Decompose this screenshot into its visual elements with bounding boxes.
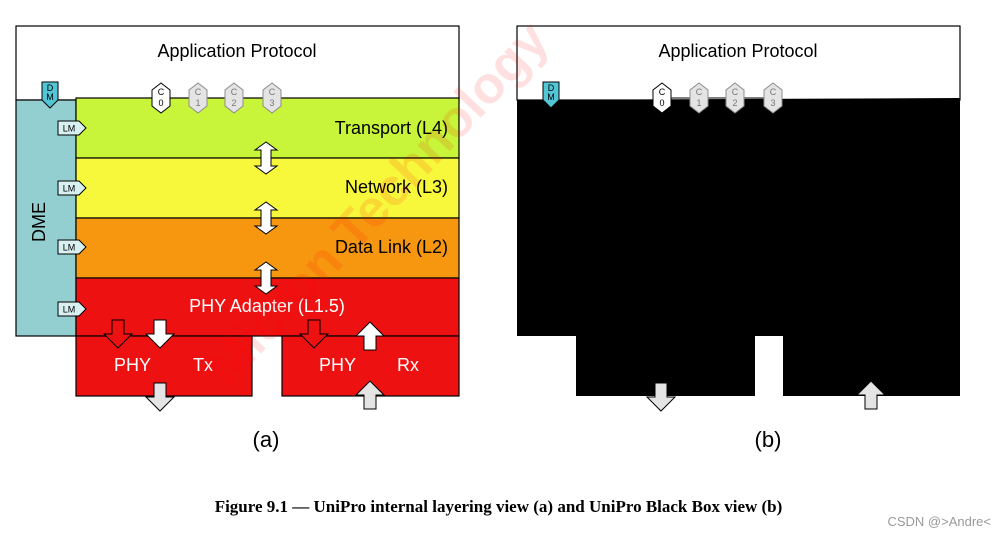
lm-sap-icon-transport: LM	[57, 120, 87, 136]
phy-tx-label: PHY	[114, 355, 151, 375]
svg-text:C: C	[269, 87, 276, 97]
datalink-label: Data Link (L2)	[335, 237, 448, 257]
lm-sap-icon-datalink: LM	[57, 239, 87, 255]
credit-text: CSDN @>Andre<	[887, 514, 991, 529]
svg-text:1: 1	[696, 98, 701, 108]
svg-text:M: M	[547, 92, 555, 102]
dm-sap-icon-b: D M	[542, 81, 560, 109]
app-protocol-label-b: Application Protocol	[658, 41, 817, 61]
cport-2-icon-a: C 2	[224, 82, 244, 114]
cport-2-icon-b: C 2	[725, 82, 745, 114]
svg-text:C: C	[195, 87, 202, 97]
svg-text:LM: LM	[63, 305, 76, 315]
lm-sap-icon-network: LM	[57, 180, 87, 196]
phy-rx-label: PHY	[319, 355, 356, 375]
svg-text:C: C	[231, 87, 238, 97]
cport-0-icon-a: C 0	[151, 82, 171, 114]
svg-text:3: 3	[770, 98, 775, 108]
lm-sap-icon-phy-adapter: LM	[57, 301, 87, 317]
cport-group-a: C 0 C 1 C 2 C 3	[151, 82, 282, 114]
svg-text:0: 0	[659, 98, 664, 108]
svg-text:1: 1	[195, 98, 200, 108]
svg-text:C: C	[158, 87, 165, 97]
app-protocol-label-a: Application Protocol	[157, 41, 316, 61]
cport-3-icon-a: C 3	[262, 82, 282, 114]
dme-label: DME	[29, 202, 49, 242]
svg-text:D: D	[47, 83, 54, 93]
phy-adapter-label: PHY Adapter (L1.5)	[189, 296, 345, 316]
subfigure-b-label: (b)	[755, 427, 782, 452]
svg-text:D: D	[548, 83, 555, 93]
svg-text:LM: LM	[63, 184, 76, 194]
cport-1-icon-a: C 1	[188, 82, 208, 114]
cport-0-icon-b: C 0	[652, 82, 672, 114]
svg-text:C: C	[696, 87, 703, 97]
subfigure-a-label: (a)	[253, 427, 280, 452]
phy-tx-dir: Tx	[193, 355, 213, 375]
dm-sap-icon-a: D M	[41, 81, 59, 109]
network-label: Network (L3)	[345, 177, 448, 197]
svg-text:LM: LM	[63, 124, 76, 134]
svg-text:0: 0	[158, 98, 163, 108]
unipro-black-box	[517, 98, 960, 396]
svg-text:2: 2	[231, 98, 236, 108]
svg-text:C: C	[770, 87, 777, 97]
svg-text:LM: LM	[63, 243, 76, 253]
cport-group-b: C 0 C 1 C 2 C 3	[652, 82, 783, 114]
transport-label: Transport (L4)	[335, 118, 448, 138]
figure-caption: Figure 9.1 — UniPro internal layering vi…	[214, 497, 783, 516]
diagram-a: Application Protocol DME Transport (L4) …	[15, 25, 460, 452]
diagram-b: Application Protocol D M C 0 C 1 C 2	[516, 25, 961, 452]
cport-3-icon-b: C 3	[763, 82, 783, 114]
svg-text:2: 2	[732, 98, 737, 108]
dme-block	[15, 99, 77, 337]
svg-text:M: M	[46, 92, 54, 102]
phy-rx-dir: Rx	[397, 355, 419, 375]
svg-text:C: C	[732, 87, 739, 97]
svg-text:C: C	[659, 87, 666, 97]
svg-text:3: 3	[269, 98, 274, 108]
cport-1-icon-b: C 1	[689, 82, 709, 114]
